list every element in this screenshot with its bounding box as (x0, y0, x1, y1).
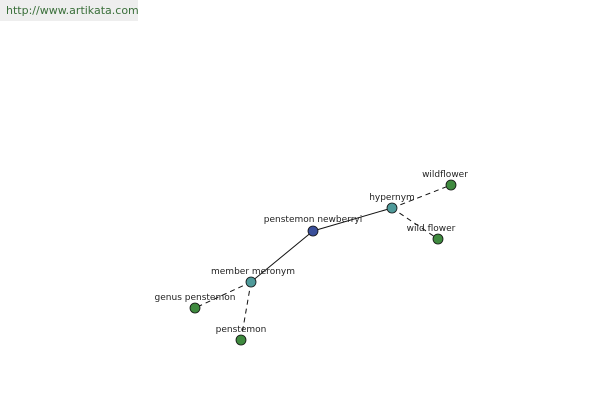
edge-member_meronym-genus_penstemon (194, 281, 252, 309)
node-label: member meronym (211, 267, 295, 277)
edge-center-hypernym (312, 207, 393, 232)
edge-hypernym-wildflower (391, 184, 452, 209)
edges-layer (194, 184, 452, 341)
nodes-layer: penstemon newberryi hypernym member merony… (155, 170, 468, 346)
node-dot[interactable] (245, 276, 257, 288)
node-wildflower[interactable]: wildflower (422, 170, 468, 191)
site-watermark: http://www.artikata.com (0, 0, 139, 21)
edge-member_meronym-penstemon (240, 281, 252, 341)
node-label: genus penstemon (155, 293, 236, 303)
node-label: penstemon (216, 325, 267, 335)
node-dot[interactable] (307, 225, 319, 237)
node-dot[interactable] (386, 202, 398, 214)
edge-center-member_meronym (250, 230, 314, 283)
node-center[interactable]: penstemon newberryi (264, 215, 362, 237)
edge-hypernym-wild_flower (391, 207, 439, 240)
node-label: wildflower (422, 170, 468, 180)
node-dot[interactable] (235, 334, 247, 346)
node-penstemon[interactable]: penstemon (216, 325, 267, 346)
node-member-meronym[interactable]: member meronym (211, 267, 295, 288)
node-label: hypernym (369, 193, 415, 203)
node-dot[interactable] (445, 179, 457, 191)
node-label: penstemon newberryi (264, 215, 362, 225)
node-wild-flower[interactable]: wild flower (407, 224, 456, 245)
node-dot[interactable] (432, 233, 444, 245)
node-hypernym[interactable]: hypernym (369, 193, 415, 214)
node-dot[interactable] (189, 302, 201, 314)
node-label: wild flower (407, 224, 456, 234)
node-genus-penstemon[interactable]: genus penstemon (155, 293, 236, 314)
